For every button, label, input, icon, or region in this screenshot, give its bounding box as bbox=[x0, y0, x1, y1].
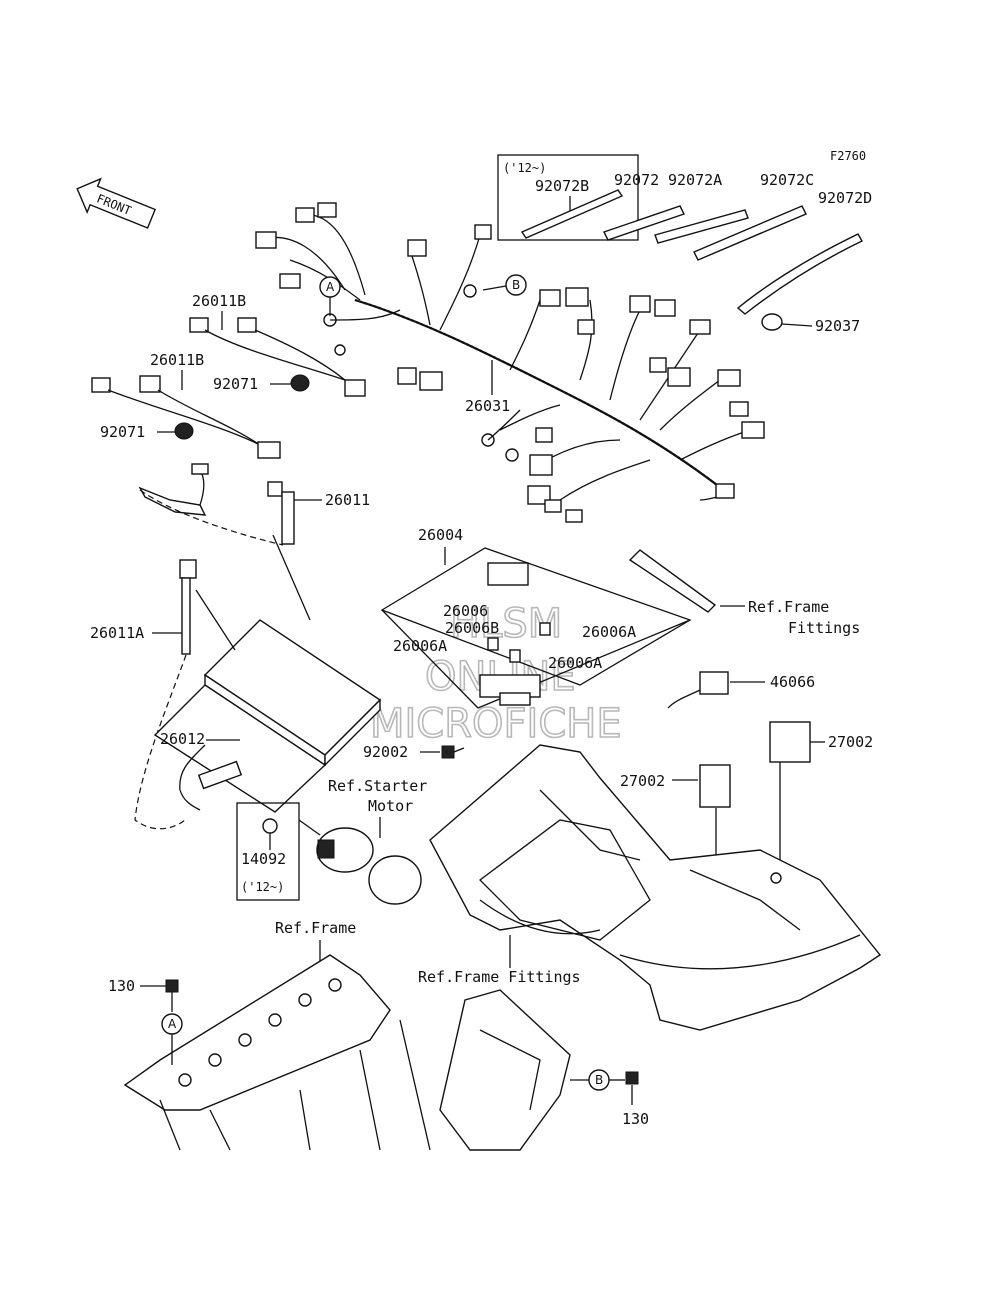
frame-ref: Ref.Frame bbox=[123, 919, 571, 1151]
sub-harness-26011B-upper: 26011B bbox=[189, 292, 366, 397]
watermark-line3: MICROFICHE bbox=[370, 701, 622, 747]
ref-starter-line2: Motor bbox=[368, 797, 413, 815]
callout-b-upper: B bbox=[482, 274, 527, 296]
ref-frame-fittings-line1: Ref.Frame bbox=[748, 598, 829, 616]
label-92072B-year: ('12~) bbox=[503, 161, 546, 175]
label-26011B-lower: 26011B bbox=[150, 351, 204, 369]
cover-27002-right: 27002 bbox=[769, 721, 873, 870]
callout-a-upper-text: A bbox=[326, 280, 335, 294]
label-26006A-lower: 26006A bbox=[548, 654, 602, 672]
label-130-left: 130 bbox=[108, 977, 135, 995]
main-harness-26031 bbox=[255, 202, 765, 523]
label-92002: 92002 bbox=[363, 743, 408, 761]
ref-frame-fittings-line2: Fittings bbox=[788, 619, 860, 637]
figure-code: F2760 bbox=[830, 149, 866, 163]
label-92071-lower: 92071 bbox=[100, 423, 145, 441]
label-26012: 26012 bbox=[160, 730, 205, 748]
label-26011A: 26011A bbox=[90, 624, 144, 642]
label-26006: 26006 bbox=[443, 602, 488, 620]
label-26031: 26031 bbox=[465, 397, 510, 415]
label-26011B-upper: 26011B bbox=[192, 292, 246, 310]
ref-starter-line1: Ref.Starter bbox=[328, 777, 427, 795]
front-arrow-icon: FRONT bbox=[76, 177, 157, 229]
battery-tray-housing bbox=[429, 744, 882, 1031]
label-26006A-right: 26006A bbox=[582, 623, 636, 641]
battery-cable-26011: 26011 26011A bbox=[90, 463, 370, 830]
label-26006A-left: 26006A bbox=[393, 637, 447, 655]
callout-b-upper-text: B bbox=[512, 278, 520, 292]
label-26006B: 26006B bbox=[445, 619, 499, 637]
callout-a-lower: A bbox=[161, 1013, 183, 1065]
label-14092: 14092 bbox=[241, 850, 286, 868]
battery-26012: 26012 bbox=[153, 534, 382, 813]
callout-b-lower: B bbox=[570, 1069, 625, 1091]
ref-frame: Ref.Frame bbox=[275, 919, 356, 937]
starter-motor-ref: Ref.Starter Motor bbox=[316, 777, 427, 905]
label-92072B: 92072B bbox=[535, 177, 589, 195]
bolt-130-right: 130 bbox=[622, 1071, 649, 1128]
ref-frame-fittings-bottom: Ref.Frame Fittings bbox=[418, 968, 581, 986]
callout-b-lower-text: B bbox=[595, 1073, 603, 1087]
label-27002-mid: 27002 bbox=[620, 772, 665, 790]
callout-a-lower-text: A bbox=[168, 1017, 177, 1031]
grommet-92071-upper: 92071 bbox=[213, 374, 310, 393]
callout-a-upper: A bbox=[319, 276, 341, 316]
label-46066: 46066 bbox=[770, 673, 815, 691]
label-27002-right: 27002 bbox=[828, 733, 873, 751]
grommet-92071-lower: 92071 bbox=[100, 422, 194, 441]
label-92072C: 92072C bbox=[760, 171, 814, 189]
label-92037: 92037 bbox=[815, 317, 860, 335]
label-92071-upper: 92071 bbox=[213, 375, 258, 393]
label-26004: 26004 bbox=[418, 526, 463, 544]
label-92072: 92072 bbox=[614, 171, 659, 189]
frame-fitting-bracket: Ref.Frame Fittings bbox=[628, 549, 860, 637]
bolt-92002: 92002 bbox=[363, 743, 465, 761]
label-92072A: 92072A bbox=[668, 171, 722, 189]
label-14092-year: ('12~) bbox=[241, 880, 284, 894]
fuse-box-26004: 26004 26006 26006B 26006A 26006A 26006A bbox=[380, 526, 692, 709]
label-26011: 26011 bbox=[325, 491, 370, 509]
bolt-130-left: 130 bbox=[108, 977, 179, 1012]
clip-92037: 92037 bbox=[761, 313, 860, 335]
sub-harness-26011B-lower: 26011B bbox=[91, 351, 281, 459]
part-14092-box: 14092 ('12~) bbox=[236, 802, 321, 901]
label-130-right: 130 bbox=[622, 1110, 649, 1128]
connector-46066: 46066 bbox=[667, 671, 815, 709]
label-92072D: 92072D bbox=[818, 189, 872, 207]
cover-27002-mid: 27002 bbox=[620, 764, 731, 930]
clamp-band-group: ('12~) 92072B 92072 92072A 92072C 92072D bbox=[497, 154, 872, 315]
